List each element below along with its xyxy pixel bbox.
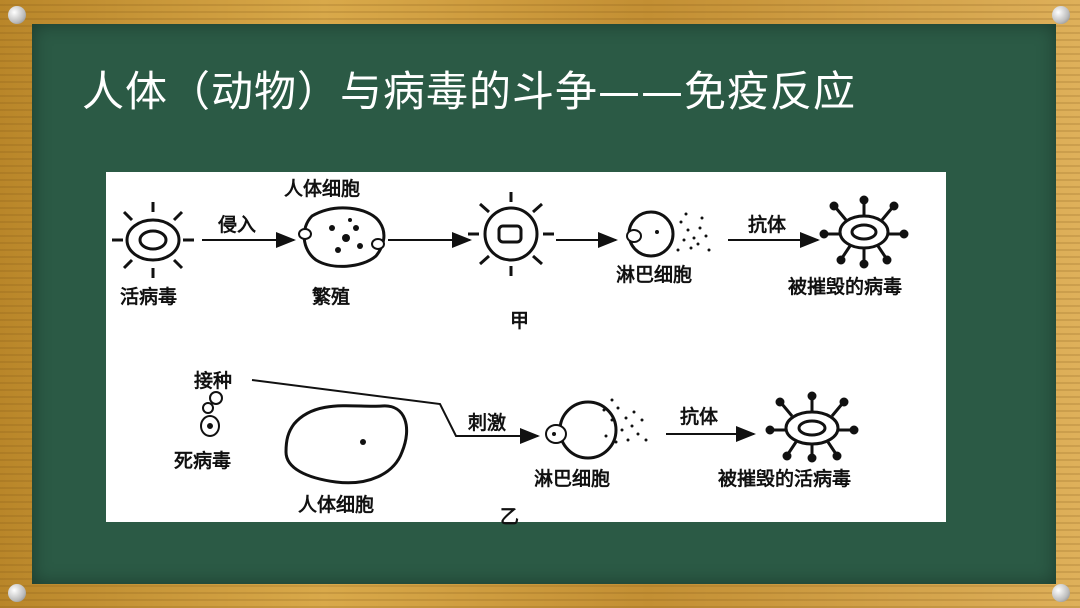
label-live-virus: 活病毒 bbox=[120, 286, 178, 308]
nail-bottom-right bbox=[1052, 584, 1070, 602]
infected-cell-jia-shape bbox=[468, 192, 554, 276]
label-human-cell-top: 人体细胞 bbox=[284, 178, 361, 200]
label-antibody-top: 抗体 bbox=[748, 214, 787, 236]
dead-virus-shape bbox=[200, 391, 223, 437]
label-jia: 甲 bbox=[510, 310, 530, 332]
nail-top-right bbox=[1052, 6, 1070, 24]
label-dead-virus: 死病毒 bbox=[174, 450, 232, 472]
destroyed-live-virus-shape bbox=[765, 391, 859, 463]
slide-title: 人体（动物）与病毒的斗争——免疫反应 bbox=[82, 67, 857, 116]
nail-top-left bbox=[8, 6, 26, 24]
cell-nucleus-dot bbox=[360, 439, 366, 445]
diagram-drawing bbox=[112, 192, 909, 485]
label-lymphocyte-bottom: 淋巴细胞 bbox=[534, 468, 611, 490]
lymphocyte-top-shape bbox=[626, 210, 711, 258]
human-cell-bottom-shape bbox=[284, 404, 409, 485]
lymphocyte-bottom-shape bbox=[545, 398, 648, 460]
label-destroyed-virus: 被摧毁的病毒 bbox=[788, 276, 903, 298]
label-invade: 侵入 bbox=[218, 214, 257, 236]
immune-response-diagram: 活病毒 侵入 人体细胞 繁殖 甲 淋巴细胞 抗体 被摧毁的病毒 接种 死病毒 人… bbox=[106, 172, 946, 528]
destroyed-virus-top-shape bbox=[819, 195, 909, 269]
label-human-cell-bottom: 人体细胞 bbox=[298, 494, 375, 516]
human-cell-top-shape bbox=[298, 206, 386, 268]
label-antibody-bottom: 抗体 bbox=[680, 406, 719, 428]
label-stimulate: 刺激 bbox=[468, 412, 507, 434]
label-inoculate: 接种 bbox=[194, 370, 233, 392]
live-virus-shape bbox=[112, 202, 194, 278]
nail-bottom-left bbox=[8, 584, 26, 602]
label-lymphocyte-top: 淋巴细胞 bbox=[616, 264, 693, 286]
label-destroyed-live-virus: 被摧毁的活病毒 bbox=[718, 468, 852, 490]
label-multiply: 繁殖 bbox=[312, 286, 351, 308]
arrow-stimulate-line bbox=[251, 379, 540, 444]
label-yi: 乙 bbox=[500, 506, 520, 528]
